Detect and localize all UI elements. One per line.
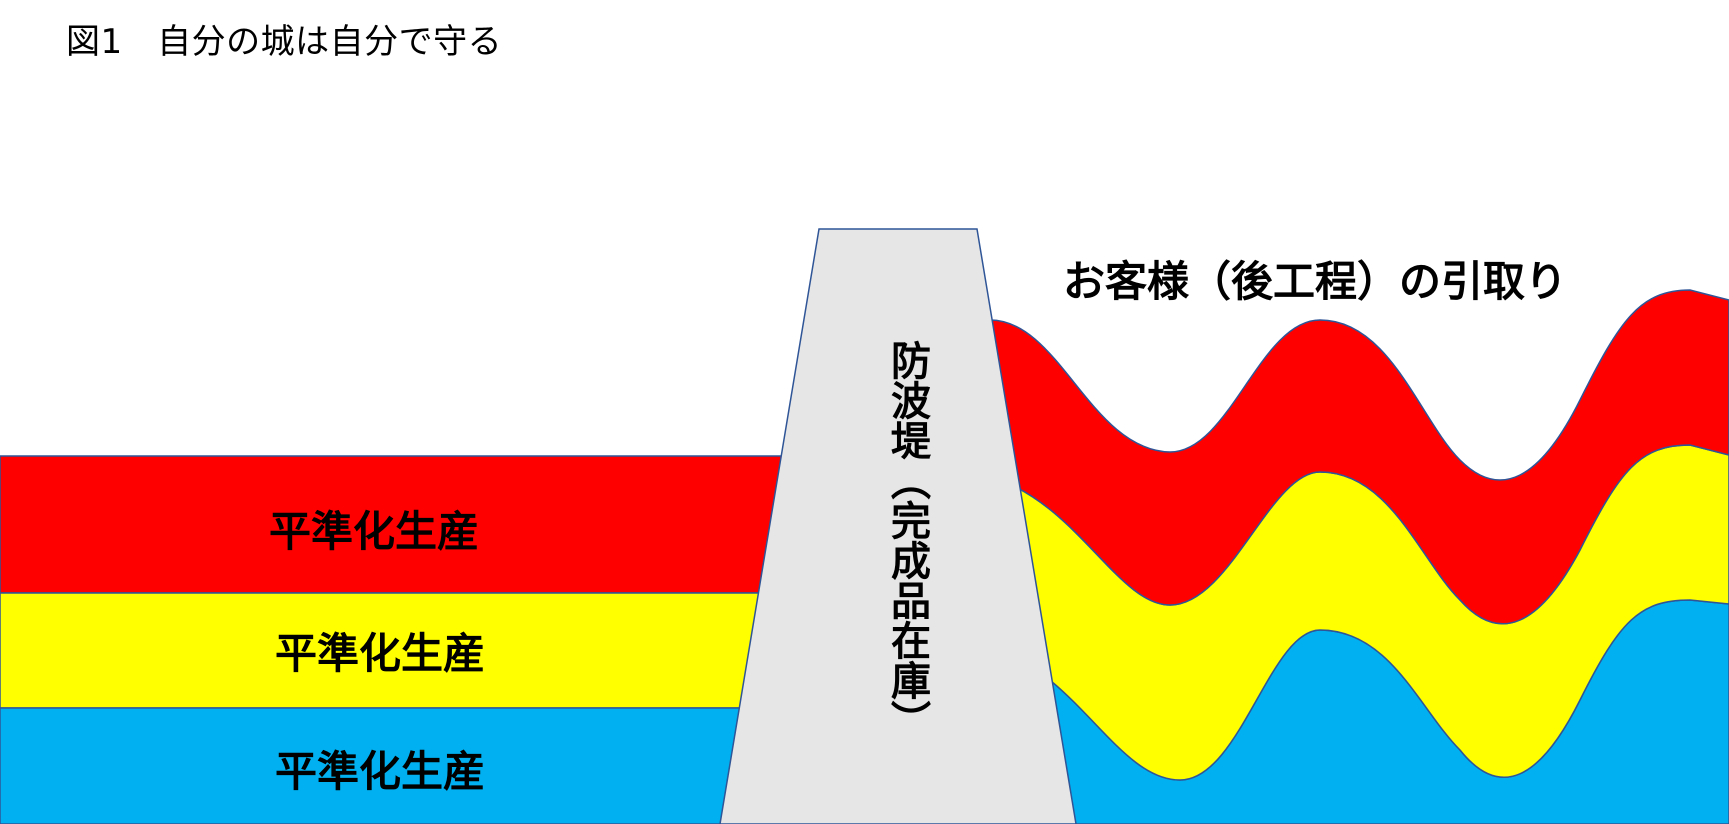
figure-title: 図1 自分の城は自分で守る: [66, 22, 503, 62]
left-band-red-label: 平準化生産: [268, 507, 479, 556]
left-band-blue-label: 平準化生産: [274, 747, 485, 796]
left-band-red: [0, 455, 791, 594]
wave-band-red: [989, 289, 1729, 625]
left-band-yellow: [0, 592, 791, 709]
breakwater-trapezoid: [719, 228, 1077, 824]
customer-pull-label: お客様（後工程）の引取り: [1063, 257, 1568, 306]
breakwater-label: 防波堤（完成品在庫）: [884, 340, 930, 740]
left-band-yellow-label: 平準化生産: [274, 629, 485, 678]
